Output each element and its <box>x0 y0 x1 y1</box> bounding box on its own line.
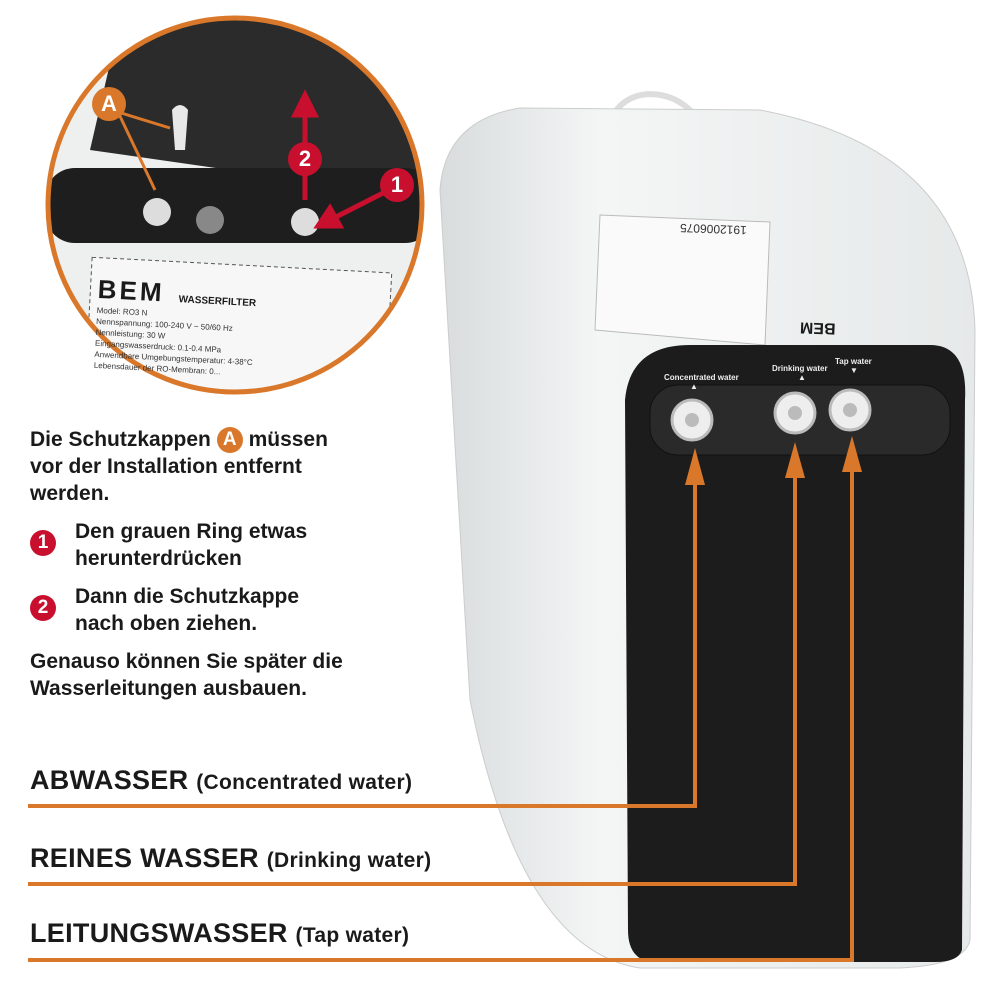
instruction-outro: Genauso können Sie später die Wasserleit… <box>30 648 343 702</box>
device-serial: 1912006075 <box>679 220 747 238</box>
port-arrow: ▼ <box>850 366 858 375</box>
inset-brand-logo: BEM <box>97 273 166 308</box>
port-arrow: ▲ <box>798 373 806 382</box>
connection-main: REINES WASSER <box>30 843 259 873</box>
line-tap <box>28 450 854 962</box>
marker-1: 1 <box>380 168 414 202</box>
step-text: Den grauen Ring etwas <box>75 520 308 543</box>
a-pointer-lines <box>116 110 171 191</box>
instruction-step-2: Dann die Schutzkappe nach oben ziehen. <box>75 583 299 637</box>
port-label-tap: Tap water <box>835 357 872 366</box>
intro-text: vor der Installation entfernt <box>30 455 302 479</box>
connection-label-drinking: REINES WASSER (Drinking water) <box>30 843 431 874</box>
connection-sub: (Concentrated water) <box>196 771 413 794</box>
port-label-concentrated: Concentrated water <box>664 373 739 382</box>
arrowheads <box>685 436 862 485</box>
instruction-step-1: Den grauen Ring etwas herunterdrücken <box>75 518 307 572</box>
marker-2: 2 <box>288 142 322 176</box>
port-label-drinking: Drinking water <box>772 364 828 373</box>
connection-label-concentrated: ABWASSER (Concentrated water) <box>30 765 412 796</box>
connection-main: ABWASSER <box>30 765 189 795</box>
step-text: herunterdrücken <box>75 547 242 570</box>
badge-1: 1 <box>30 530 56 556</box>
port-fittings <box>670 388 872 442</box>
connection-lines <box>28 450 854 962</box>
connection-main: LEITUNGSWASSER <box>30 918 288 948</box>
intro-text: werden. <box>30 482 110 506</box>
step-text: Dann die Schutzkappe <box>75 585 300 608</box>
outro-text: Genauso können Sie später die <box>30 650 343 673</box>
badge-2: 2 <box>30 595 56 621</box>
badge-a: A <box>216 427 243 454</box>
line-concentrated <box>28 460 697 808</box>
outro-text: Wasserleitungen ausbauen. <box>30 677 307 700</box>
line-drinking <box>28 455 797 886</box>
intro-text: Die Schutzkappen <box>30 428 211 451</box>
connection-sub: (Drinking water) <box>266 849 432 872</box>
marker-a: A <box>92 87 126 121</box>
port-arrow: ▲ <box>690 382 698 391</box>
instruction-intro: Die Schutzkappen A müssen vor der Instal… <box>30 426 328 507</box>
intro-text: müssen <box>248 428 328 451</box>
inset-product-name: WASSERFILTER <box>178 294 257 310</box>
step-text: nach oben ziehen. <box>75 612 258 635</box>
connection-sub: (Tap water) <box>295 924 410 947</box>
inset-border <box>45 15 425 395</box>
device-brand: BEM <box>799 318 836 337</box>
connection-label-tap: LEITUNGSWASSER (Tap water) <box>30 918 409 949</box>
